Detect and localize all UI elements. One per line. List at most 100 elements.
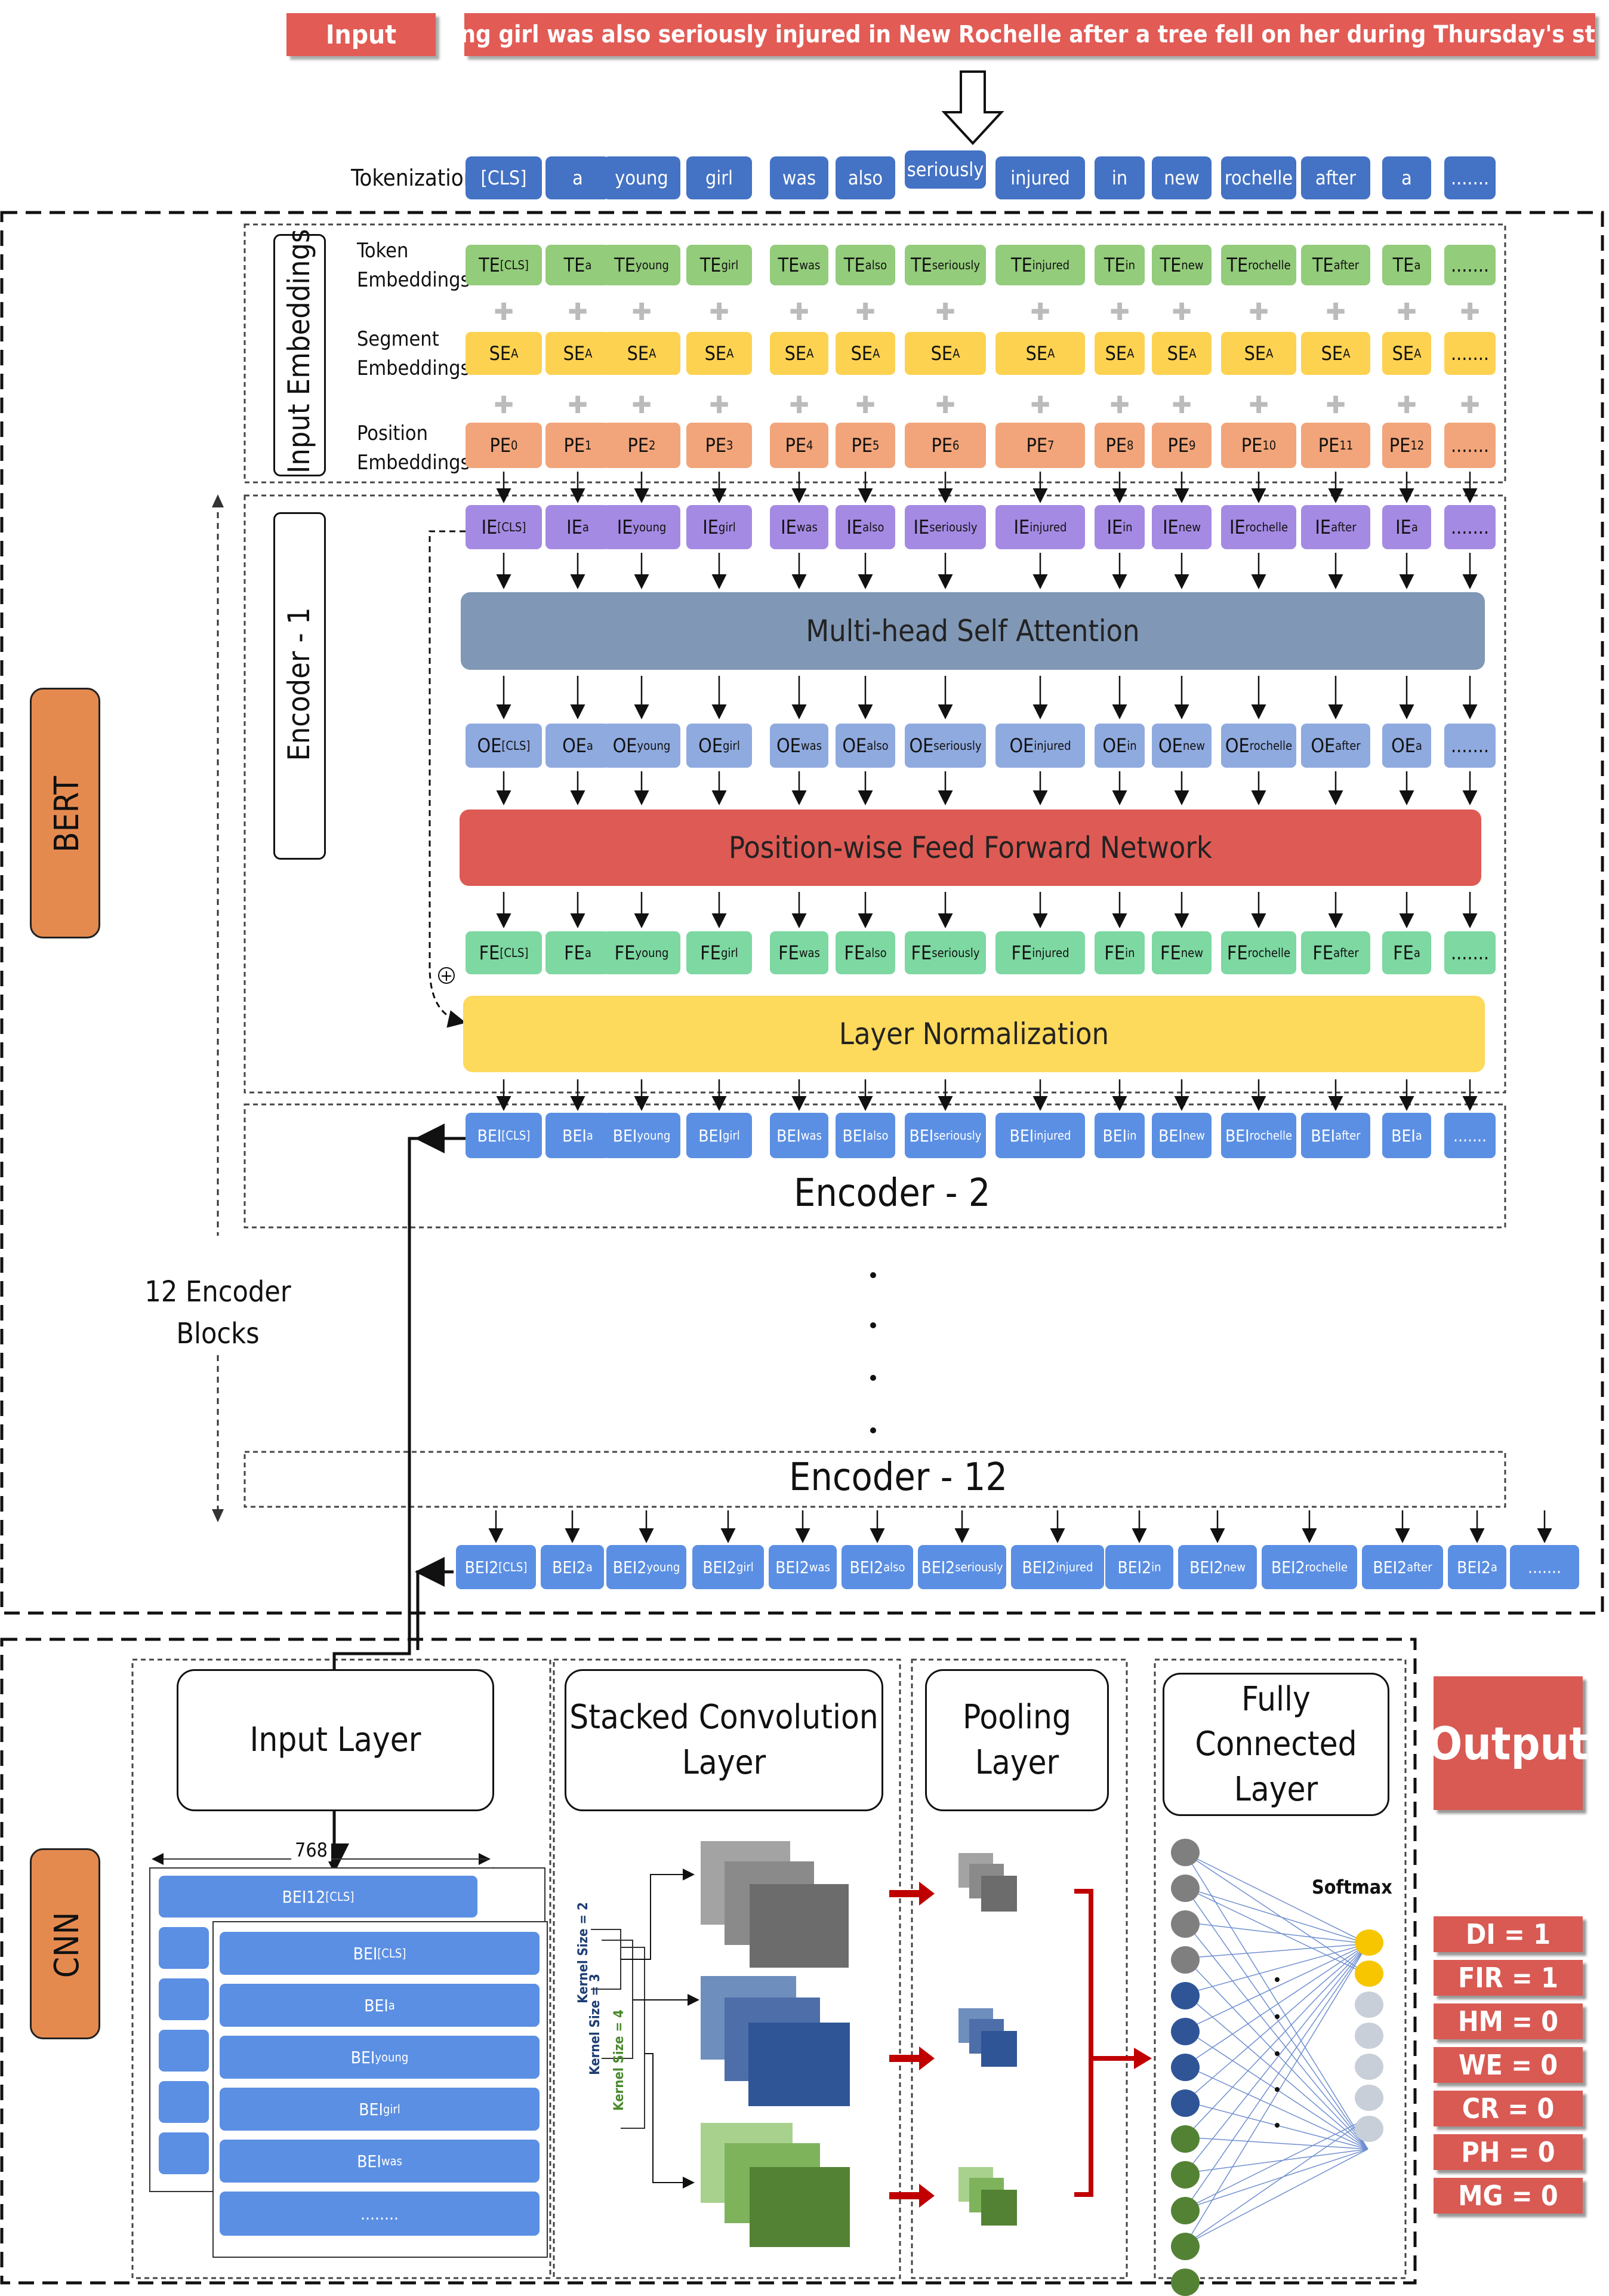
encoder2-output: BEI[CLS] xyxy=(466,1113,542,1158)
plus-icon: ✚ xyxy=(1249,392,1269,419)
hidden-neuron xyxy=(1171,2089,1200,2117)
plus-icon: ✚ xyxy=(1397,392,1417,419)
plus-icon: ✚ xyxy=(935,392,955,419)
layer-normalization: Layer Normalization xyxy=(463,996,1485,1072)
hidden-neuron xyxy=(1171,2269,1200,2296)
softmax-neuron xyxy=(1355,2116,1383,2142)
ffn-output: ....... xyxy=(1444,931,1496,974)
plus-icon: ✚ xyxy=(709,392,729,419)
output-title: Output xyxy=(1428,1676,1589,1810)
output-class: MG = 0 xyxy=(1434,2178,1583,2214)
plus-icon: ✚ xyxy=(855,298,876,326)
input-label: Input xyxy=(286,13,436,56)
token-chip: a xyxy=(1382,156,1431,199)
attention-output: OE[CLS] xyxy=(466,724,542,768)
intermediate-embedding: ....... xyxy=(1444,505,1496,549)
multi-head-attention: Multi-head Self Attention xyxy=(461,592,1485,670)
input-sentence: A young girl was also seriously injured … xyxy=(464,13,1595,56)
token-chip: [CLS] xyxy=(466,156,542,199)
plus-icon: ✚ xyxy=(494,298,514,326)
plus-icon: ✚ xyxy=(789,392,809,419)
bert-label: BERT xyxy=(48,775,87,853)
input-embeddings-title: Input Embeddings xyxy=(282,229,316,473)
feed-forward-network: Position-wise Feed Forward Network xyxy=(460,810,1481,886)
token-chip: a xyxy=(545,156,610,199)
hidden-neuron xyxy=(1171,2125,1200,2153)
cnn-label: CNN xyxy=(48,1912,87,1978)
hidden-neuron xyxy=(1171,2233,1200,2260)
fc-layer-box: Fully Connected Layer xyxy=(1163,1673,1389,1816)
token-chip: after xyxy=(1301,156,1370,199)
output-class: HM = 0 xyxy=(1434,2003,1583,2039)
segment-embedding: ....... xyxy=(1444,332,1496,375)
token-chip: young xyxy=(603,156,680,199)
position-embeddings-label: Position Embeddings xyxy=(357,421,470,475)
plus-icon: ✚ xyxy=(935,298,955,326)
token-chip: injured xyxy=(995,156,1085,199)
plus-icon: ✚ xyxy=(1249,298,1269,326)
plus-icon: ✚ xyxy=(631,392,652,419)
back-matrix-row xyxy=(159,1927,209,1969)
token-embedding: ....... xyxy=(1444,245,1496,285)
front-matrix-row: BEI[CLS] xyxy=(220,1932,540,1975)
back-matrix-row xyxy=(159,2132,209,2174)
plus-icon: ✚ xyxy=(494,392,514,419)
output-class: PH = 0 xyxy=(1434,2134,1583,2170)
output-class: CR = 0 xyxy=(1434,2091,1583,2126)
softmax-neuron xyxy=(1355,1960,1383,1987)
softmax-neuron xyxy=(1355,2085,1383,2111)
plus-icon: ✚ xyxy=(1172,298,1192,326)
back-matrix-row xyxy=(159,2030,209,2072)
